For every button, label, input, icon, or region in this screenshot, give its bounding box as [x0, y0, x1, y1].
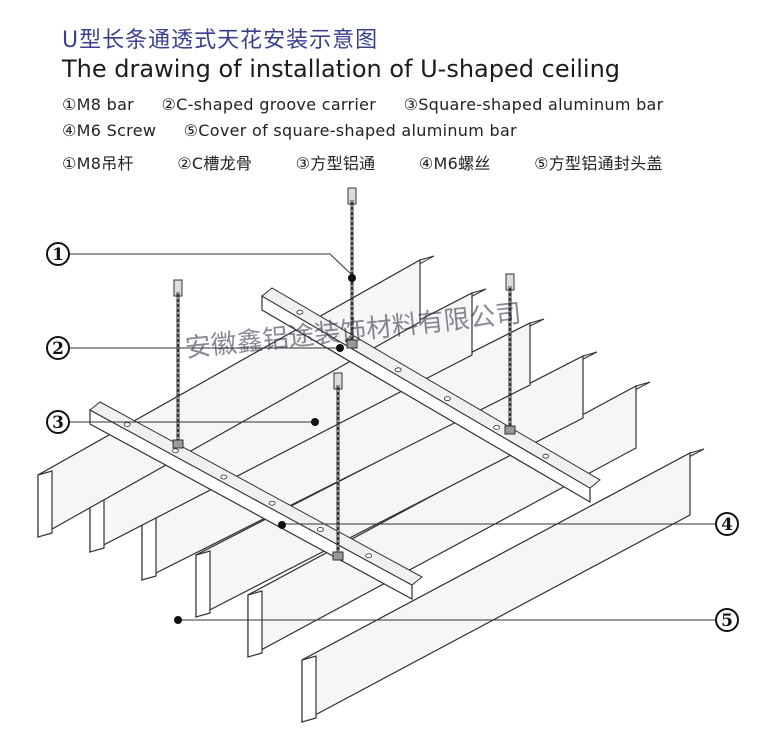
- carrier-flange: [261, 287, 601, 489]
- callout-3-label: 3: [52, 413, 64, 433]
- rod-nut: [172, 439, 184, 449]
- callout-1-label: 1: [52, 245, 64, 265]
- carrier-slot: [172, 448, 179, 454]
- bar-end-face: [247, 590, 263, 658]
- carrier-slot: [365, 553, 373, 559]
- title-english: The drawing of installation of U-shaped …: [62, 55, 621, 83]
- callout-2-label: 2: [52, 339, 64, 359]
- legend-english-row-2: ④M6 Screw ⑤Cover of square-shaped alumin…: [62, 121, 539, 140]
- bar-end-face: [37, 470, 53, 538]
- legend-chinese-row: ①M8吊杆 ②C槽龙骨 ③方型铝通 ④M6螺丝 ⑤方型铝通封头盖: [62, 150, 701, 174]
- bar-end-face: [195, 550, 211, 618]
- carrier-slot: [296, 309, 304, 315]
- legend-item-m8-bar: ①M8 bar: [62, 95, 135, 114]
- m8-rod: [332, 372, 344, 561]
- legend-cn-item-4: ④M6螺丝: [418, 154, 491, 173]
- c-groove-carrier: [261, 287, 601, 504]
- carrier-slot: [268, 500, 276, 506]
- legend-cn-item-1: ①M8吊杆: [62, 154, 134, 173]
- carrier-slot: [123, 422, 131, 427]
- carrier-slot: [443, 396, 451, 402]
- carrier-slot: [220, 474, 228, 480]
- rod-nut: [332, 551, 344, 561]
- legend-cn-item-2: ②C槽龙骨: [177, 154, 253, 173]
- callout-3: 3: [46, 410, 319, 434]
- rod-nut: [346, 339, 358, 349]
- callout-5: 5: [174, 608, 739, 632]
- callout-1: 1: [46, 242, 356, 282]
- carrier-slot: [542, 453, 550, 459]
- legend-cn-item-3: ③方型铝通: [295, 154, 376, 173]
- callout-4-label: 4: [721, 515, 733, 535]
- m8-rod: [504, 273, 516, 435]
- legend-cn-item-5: ⑤方型铝通封头盖: [534, 154, 663, 173]
- carrier-slot: [493, 424, 501, 430]
- square-aluminum-bar: [301, 448, 705, 724]
- carrier-slot: [316, 527, 324, 532]
- carrier-slot: [394, 367, 402, 373]
- title-chinese: U型长条通透式天花安装示意图: [62, 28, 379, 53]
- legend-item-m6-screw: ④M6 Screw: [62, 121, 157, 140]
- rod-nut: [504, 425, 516, 435]
- legend-english-row-1: ①M8 bar ②C-shaped groove carrier ③Square…: [62, 95, 686, 114]
- legend-item-cover: ⑤Cover of square-shaped aluminum bar: [183, 121, 517, 140]
- callout-2: 2: [46, 336, 344, 360]
- callout-4: 4: [278, 512, 739, 536]
- callout-5-label: 5: [721, 611, 733, 631]
- bar-end-face: [301, 655, 317, 723]
- legend-item-c-carrier: ②C-shaped groove carrier: [161, 95, 377, 114]
- legend-item-square-bar: ③Square-shaped aluminum bar: [403, 95, 664, 114]
